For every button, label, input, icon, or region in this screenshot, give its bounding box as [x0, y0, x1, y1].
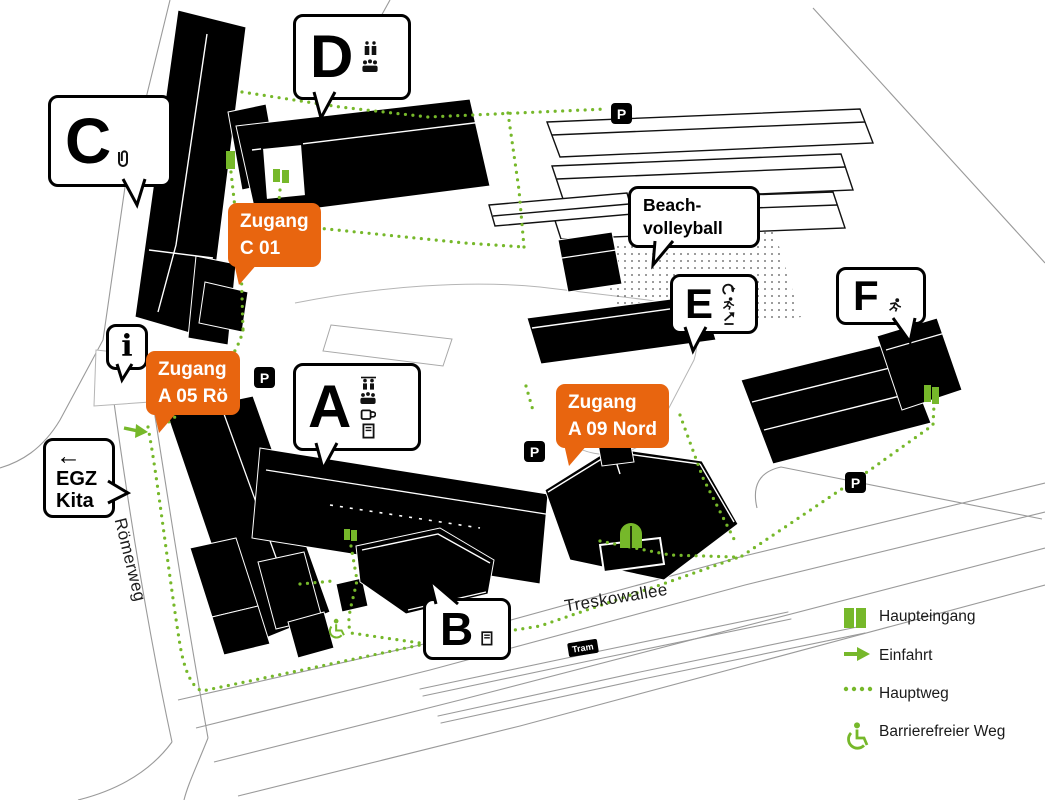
info-point-label: i — [106, 324, 148, 384]
legend-row-hauptweg: Hauptweg — [843, 684, 1043, 705]
driveway-arrow-map — [123, 424, 148, 438]
entrance-tag-line2: A 05 Rö — [158, 386, 229, 407]
parking-icon: P — [524, 441, 545, 462]
audience-icon — [360, 391, 376, 404]
building-letter-c: C — [65, 104, 112, 177]
exit-arrow-icon — [723, 311, 734, 325]
building-d-shape — [227, 98, 491, 217]
main-entrance-markers — [226, 151, 939, 548]
building-letter-e: E — [685, 279, 714, 327]
egz-kita-label: ← EGZ Kita — [43, 438, 132, 518]
entrance-tag-c01: Zugang C 01 — [228, 203, 321, 285]
egz-line1: EGZ — [56, 467, 98, 490]
parking-icon: P — [254, 367, 275, 388]
building-c-shape — [134, 9, 249, 346]
paperclip-icon — [118, 150, 129, 167]
accessible-path-map-icon — [328, 618, 345, 639]
entrance-tag-tail — [154, 411, 178, 433]
parking-icon: P — [845, 472, 866, 493]
building-label-e: E — [670, 274, 758, 355]
building-label-b: B — [423, 575, 511, 660]
building-label-f: F — [836, 267, 926, 346]
copy-icon — [481, 630, 493, 645]
egz-line2: Kita — [56, 489, 94, 512]
legend-label: Hauptweg — [879, 684, 949, 702]
beach-volleyball-label: Beach- volleyball — [628, 186, 760, 270]
legend-row-einfahrt: Einfahrt — [843, 646, 1043, 667]
main-path-icon — [843, 686, 873, 692]
parking-icon: P — [611, 103, 632, 124]
library-icon — [362, 422, 375, 438]
main-entrance-icon — [844, 608, 866, 628]
building-label-d: D — [293, 14, 411, 123]
building-letter-d: D — [310, 22, 354, 90]
bubble-tail — [651, 240, 675, 270]
map-legend: Haupteingang Einfahrt Hauptweg Barrieref… — [843, 607, 1043, 767]
legend-label: Einfahrt — [879, 647, 933, 664]
entrance-tag-a09: Zugang A 09 Nord — [556, 384, 670, 466]
entrance-tag-line2: C 01 — [240, 238, 281, 259]
beach-volleyball-line1: Beach- — [643, 195, 702, 216]
bubble-tail — [312, 91, 337, 123]
building-letter-a: A — [308, 372, 352, 440]
entrance-tag-line1: Zugang — [158, 359, 227, 380]
bubble-tail — [891, 317, 917, 346]
runner-icon — [888, 298, 901, 312]
building-a09-shape — [544, 425, 739, 581]
main-entrance-marker — [273, 169, 280, 182]
info-icon: i — [121, 329, 133, 364]
bubble-tail — [427, 575, 459, 606]
main-entrance-marker — [282, 170, 289, 183]
building-letter-f: F — [853, 271, 879, 319]
legend-label: Haupteingang — [879, 608, 976, 625]
main-entrance-marker — [344, 529, 350, 540]
main-entrance-marker — [924, 385, 931, 402]
entrance-tag-a05: Zugang A 05 Rö — [146, 351, 241, 433]
main-entrance-marker — [226, 151, 235, 169]
bubble-tail — [683, 326, 708, 355]
main-entrance-marker — [351, 530, 357, 541]
lockers-icon — [364, 41, 377, 55]
bubble-tail — [115, 363, 134, 384]
building-label-a: A — [293, 363, 421, 474]
building-f-shape — [740, 317, 963, 465]
bubble-tail — [314, 442, 339, 474]
buildings — [134, 9, 963, 659]
gym-arrow-icon — [721, 283, 735, 295]
bubble-tail — [121, 178, 147, 209]
entrance-tag-line1: Zugang — [240, 211, 309, 232]
cafeteria-icon — [361, 409, 377, 420]
audience-icon — [362, 59, 378, 72]
entrance-tag-tail — [234, 263, 258, 285]
runner-icon — [722, 296, 735, 310]
entrance-tag-line2: A 09 Nord — [568, 419, 658, 440]
small-building-shape — [557, 231, 623, 293]
bubble-tail — [107, 479, 132, 505]
building-label-c: C — [48, 95, 172, 209]
entrance-tag-line1: Zugang — [568, 392, 637, 413]
building-b-shape — [335, 527, 495, 615]
legend-row-barrierefrei: Barrierefreier Weg — [843, 722, 1043, 750]
service-desk-icon — [360, 376, 376, 390]
legend-label: Barrierefreier Weg — [879, 722, 1006, 740]
driveway-icon — [844, 647, 870, 661]
entrance-tag-tail — [564, 444, 588, 466]
building-letter-b: B — [440, 602, 474, 655]
egz-arrow-icon: ← — [56, 441, 81, 470]
accessible-path-icon — [847, 722, 869, 750]
beach-volleyball-line2: volleyball — [643, 218, 723, 238]
legend-row-haupteingang: Haupteingang — [843, 607, 1043, 629]
main-entrance-marker — [932, 387, 939, 404]
